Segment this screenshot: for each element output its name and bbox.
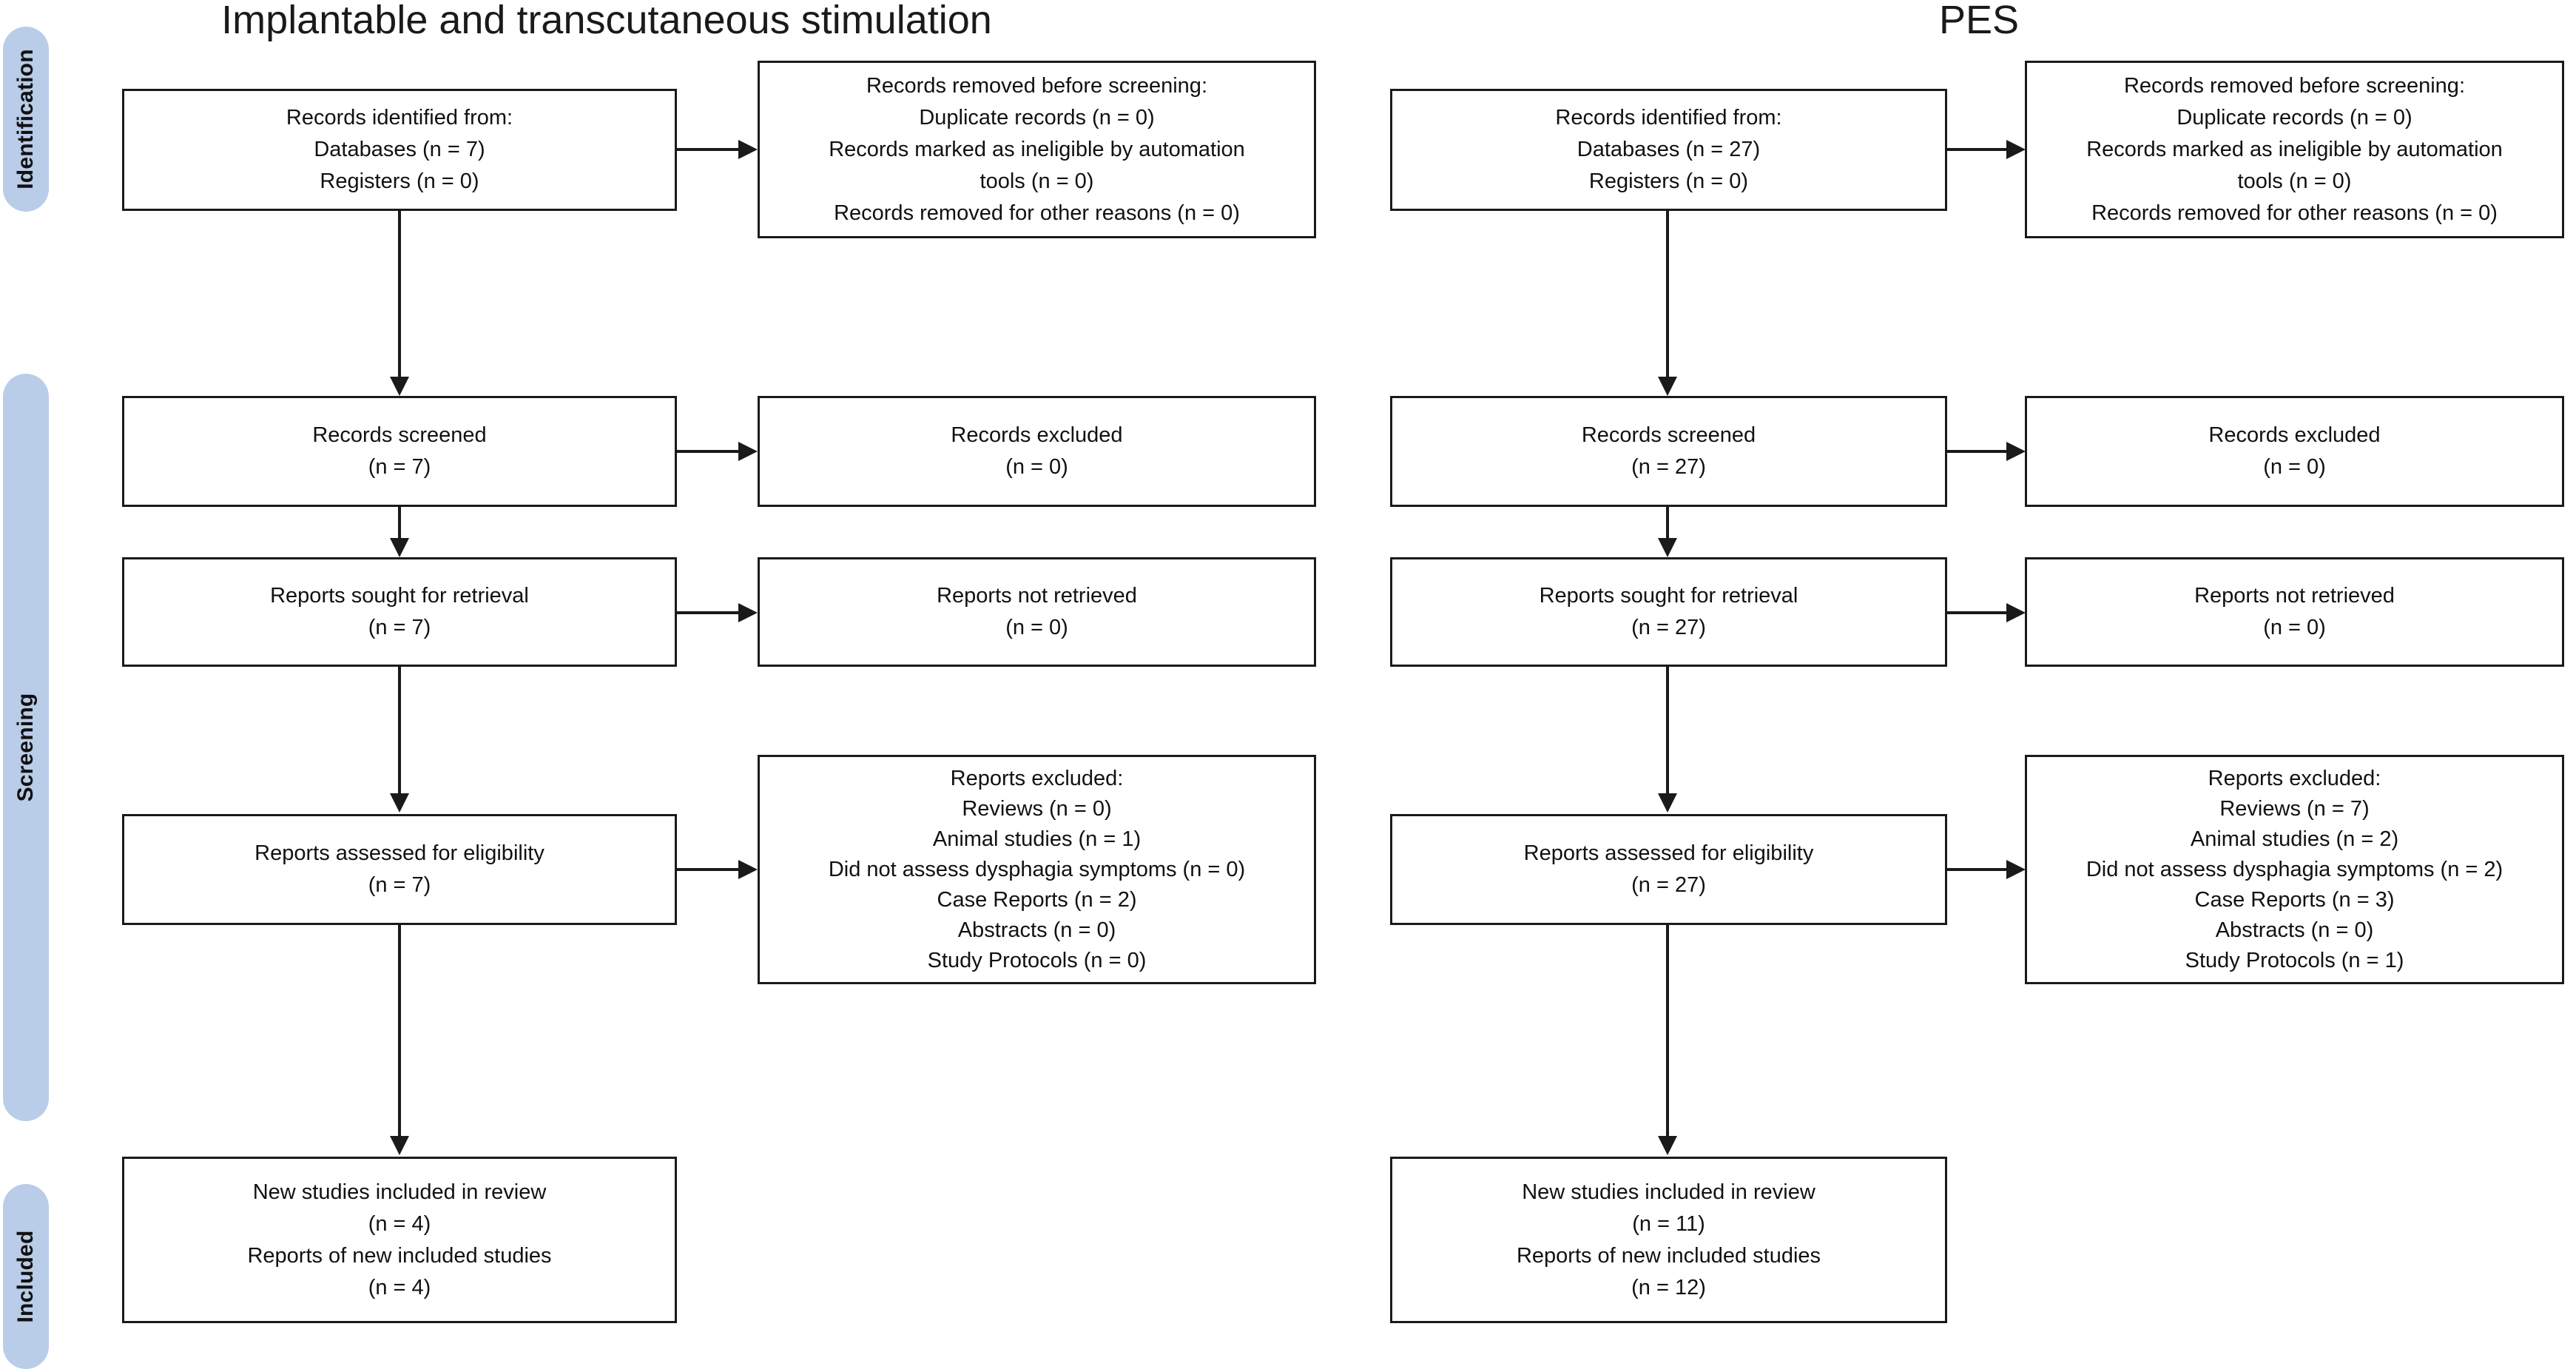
box-records-excluded-right[interactable]: Records excluded (n = 0): [2025, 396, 2564, 507]
arrowhead-sought-to-not-retrieved-left: [738, 603, 758, 622]
box-records-excluded-left-text: Records excluded (n = 0): [951, 423, 1123, 479]
box-studies-included-left-text: New studies included in review (n = 4) R…: [247, 1180, 552, 1299]
box-records-identified-left[interactable]: Records identified from: Databases (n = …: [122, 89, 677, 211]
connector-screened-to-sought-left: [398, 507, 401, 541]
box-records-screened-left[interactable]: Records screened (n = 7): [122, 396, 677, 507]
arrowhead-screened-to-excluded-right: [2006, 442, 2026, 461]
panel-title-right: PES: [1938, 0, 2020, 42]
box-records-excluded-right-text: Records excluded (n = 0): [2208, 423, 2381, 479]
arrowhead-sought-to-not-retrieved-right: [2006, 603, 2026, 622]
connector-assessed-to-included-right: [1666, 925, 1669, 1137]
stage-pill-included: Included: [3, 1184, 49, 1369]
box-reports-sought-right[interactable]: Reports sought for retrieval (n = 27): [1390, 557, 1947, 667]
stage-label-included: Included: [13, 1230, 38, 1323]
connector-sought-to-not-retrieved-right: [1947, 611, 2008, 614]
box-reports-excluded-left-text: Reports excluded: Reviews (n = 0) Animal…: [828, 766, 1246, 972]
connector-sought-to-assessed-right: [1666, 667, 1669, 795]
box-reports-assessed-right-text: Reports assessed for eligibility (n = 27…: [1523, 841, 1814, 897]
connector-assessed-to-included-left: [398, 925, 401, 1137]
connector-sought-to-assessed-left: [398, 667, 401, 795]
connector-screened-to-excluded-left: [677, 450, 740, 453]
box-reports-excluded-left[interactable]: Reports excluded: Reviews (n = 0) Animal…: [758, 755, 1316, 984]
arrowhead-assessed-to-reports-excluded-left: [738, 860, 758, 879]
box-records-removed-left-text: Records removed before screening: Duplic…: [829, 73, 1245, 225]
box-records-identified-right-text: Records identified from: Databases (n = …: [1555, 106, 1782, 193]
box-reports-not-retrieved-left[interactable]: Reports not retrieved (n = 0): [758, 557, 1316, 667]
arrowhead-sought-to-assessed-right: [1658, 793, 1677, 813]
box-reports-not-retrieved-right[interactable]: Reports not retrieved (n = 0): [2025, 557, 2564, 667]
box-reports-sought-left-text: Reports sought for retrieval (n = 7): [270, 584, 529, 639]
stage-pill-identification: Identification: [3, 27, 49, 212]
stage-pill-screening: Screening: [3, 374, 49, 1121]
box-records-screened-left-text: Records screened (n = 7): [312, 423, 487, 479]
box-records-identified-right[interactable]: Records identified from: Databases (n = …: [1390, 89, 1947, 211]
arrowhead-sought-to-assessed-left: [390, 793, 409, 813]
panel-title-left: Implantable and transcutaneous stimulati…: [221, 0, 992, 42]
connector-assessed-to-reports-excluded-left: [677, 868, 740, 871]
box-reports-excluded-right-text: Reports excluded: Reviews (n = 7) Animal…: [2086, 766, 2503, 972]
box-records-removed-right-text: Records removed before screening: Duplic…: [2086, 73, 2503, 225]
connector-identified-to-removed-right: [1947, 148, 2008, 151]
box-studies-included-right[interactable]: New studies included in review (n = 11) …: [1390, 1157, 1947, 1323]
box-reports-not-retrieved-right-text: Reports not retrieved (n = 0): [2194, 584, 2395, 639]
box-studies-included-right-text: New studies included in review (n = 11) …: [1516, 1180, 1821, 1299]
stage-label-screening: Screening: [13, 693, 38, 802]
arrowhead-assessed-to-reports-excluded-right: [2006, 860, 2026, 879]
connector-identified-to-screened-left: [398, 211, 401, 380]
arrowhead-identified-to-screened-left: [390, 377, 409, 396]
box-reports-sought-left[interactable]: Reports sought for retrieval (n = 7): [122, 557, 677, 667]
connector-assessed-to-reports-excluded-right: [1947, 868, 2008, 871]
connector-sought-to-not-retrieved-left: [677, 611, 740, 614]
arrowhead-screened-to-sought-right: [1658, 538, 1677, 557]
box-reports-assessed-left-text: Reports assessed for eligibility (n = 7): [254, 841, 544, 897]
box-reports-excluded-right[interactable]: Reports excluded: Reviews (n = 7) Animal…: [2025, 755, 2564, 984]
box-records-removed-right[interactable]: Records removed before screening: Duplic…: [2025, 61, 2564, 238]
box-records-screened-right-text: Records screened (n = 27): [1581, 423, 1756, 479]
connector-identified-to-removed-left: [677, 148, 740, 151]
box-records-excluded-left[interactable]: Records excluded (n = 0): [758, 396, 1316, 507]
box-reports-assessed-right[interactable]: Reports assessed for eligibility (n = 27…: [1390, 814, 1947, 925]
stage-label-identification: Identification: [13, 49, 38, 189]
box-records-identified-left-text: Records identified from: Databases (n = …: [286, 106, 513, 193]
box-reports-sought-right-text: Reports sought for retrieval (n = 27): [1539, 584, 1798, 639]
arrowhead-screened-to-sought-left: [390, 538, 409, 557]
box-reports-assessed-left[interactable]: Reports assessed for eligibility (n = 7): [122, 814, 677, 925]
connector-identified-to-screened-right: [1666, 211, 1669, 380]
arrowhead-assessed-to-included-left: [390, 1136, 409, 1155]
box-reports-not-retrieved-left-text: Reports not retrieved (n = 0): [937, 584, 1137, 639]
box-records-removed-left[interactable]: Records removed before screening: Duplic…: [758, 61, 1316, 238]
box-records-screened-right[interactable]: Records screened (n = 27): [1390, 396, 1947, 507]
connector-screened-to-excluded-right: [1947, 450, 2008, 453]
arrowhead-screened-to-excluded-left: [738, 442, 758, 461]
arrowhead-assessed-to-included-right: [1658, 1136, 1677, 1155]
arrowhead-identified-to-removed-right: [2006, 140, 2026, 159]
box-studies-included-left[interactable]: New studies included in review (n = 4) R…: [122, 1157, 677, 1323]
connector-screened-to-sought-right: [1666, 507, 1669, 541]
arrowhead-identified-to-screened-right: [1658, 377, 1677, 396]
arrowhead-identified-to-removed-left: [738, 140, 758, 159]
